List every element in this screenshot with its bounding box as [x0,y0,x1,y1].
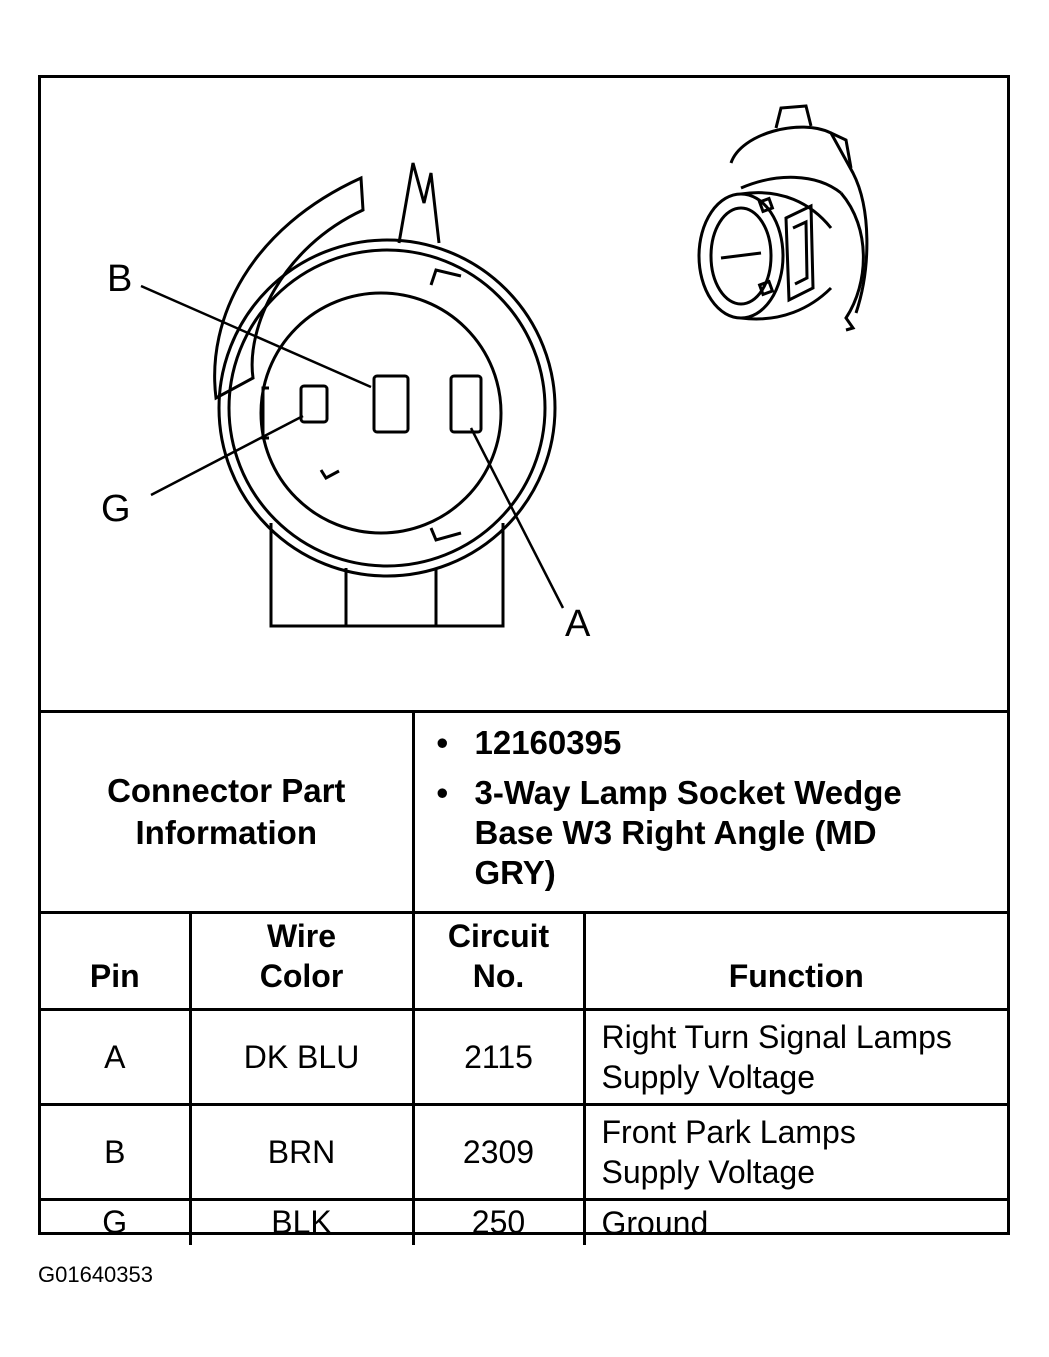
pin-label-b: B [107,258,133,300]
cell-circuit-no: 2115 [411,1008,586,1106]
cell-function: Right Turn Signal Lamps Supply Voltage [582,1008,1007,1106]
pin-label-a: A [565,603,591,645]
header-circuit-no: Circuit No. [411,911,586,1011]
cell-function: Front Park Lamps Supply Voltage [582,1103,1007,1201]
connector-diagram: B G A [41,78,1007,710]
cell-wire-color: BRN [188,1103,415,1201]
figure-code: G01640353 [38,1262,153,1287]
cell-pin: B [41,1103,192,1201]
header-pin: Pin [41,911,192,1011]
cell-wire-color: BLK [188,1198,415,1245]
cell-function: Ground [582,1198,1007,1245]
connector-info-list: 12160395 3-Way Lamp Socket Wedge Base W3… [415,713,1008,911]
connector-table: Connector Part Information 12160395 3-Wa… [41,710,1007,1245]
cell-pin: A [41,1008,192,1106]
connector-info-item: 3-Way Lamp Socket Wedge Base W3 Right An… [437,773,955,893]
cell-circuit-no: 2309 [411,1103,586,1201]
table-row: B BRN 2309 Front Park Lamps Supply Volta… [41,1103,1007,1201]
table-row: G BLK 250 Ground [41,1198,1007,1245]
pin-label-g: G [101,488,131,530]
cell-wire-color: DK BLU [188,1008,415,1106]
connector-info-label: Connector Part Information [41,710,415,914]
connector-info-item: 12160395 [437,723,1008,763]
connector-info-cell: 12160395 3-Way Lamp Socket Wedge Base W3… [411,710,1008,914]
table-row: A DK BLU 2115 Right Turn Signal Lamps Su… [41,1008,1007,1106]
header-function: Function [582,911,1007,1011]
connector-face-drawing [140,104,869,628]
figure-frame: B G A Connector Part Information 1216039… [38,75,1010,1245]
cell-circuit-no: 250 [411,1198,586,1245]
connector-info-row: Connector Part Information 12160395 3-Wa… [41,710,1008,914]
table-header-row: Pin Wire Color Circuit No. Function [41,911,1007,1011]
header-wire-color: Wire Color [188,911,415,1011]
cell-pin: G [41,1198,192,1245]
